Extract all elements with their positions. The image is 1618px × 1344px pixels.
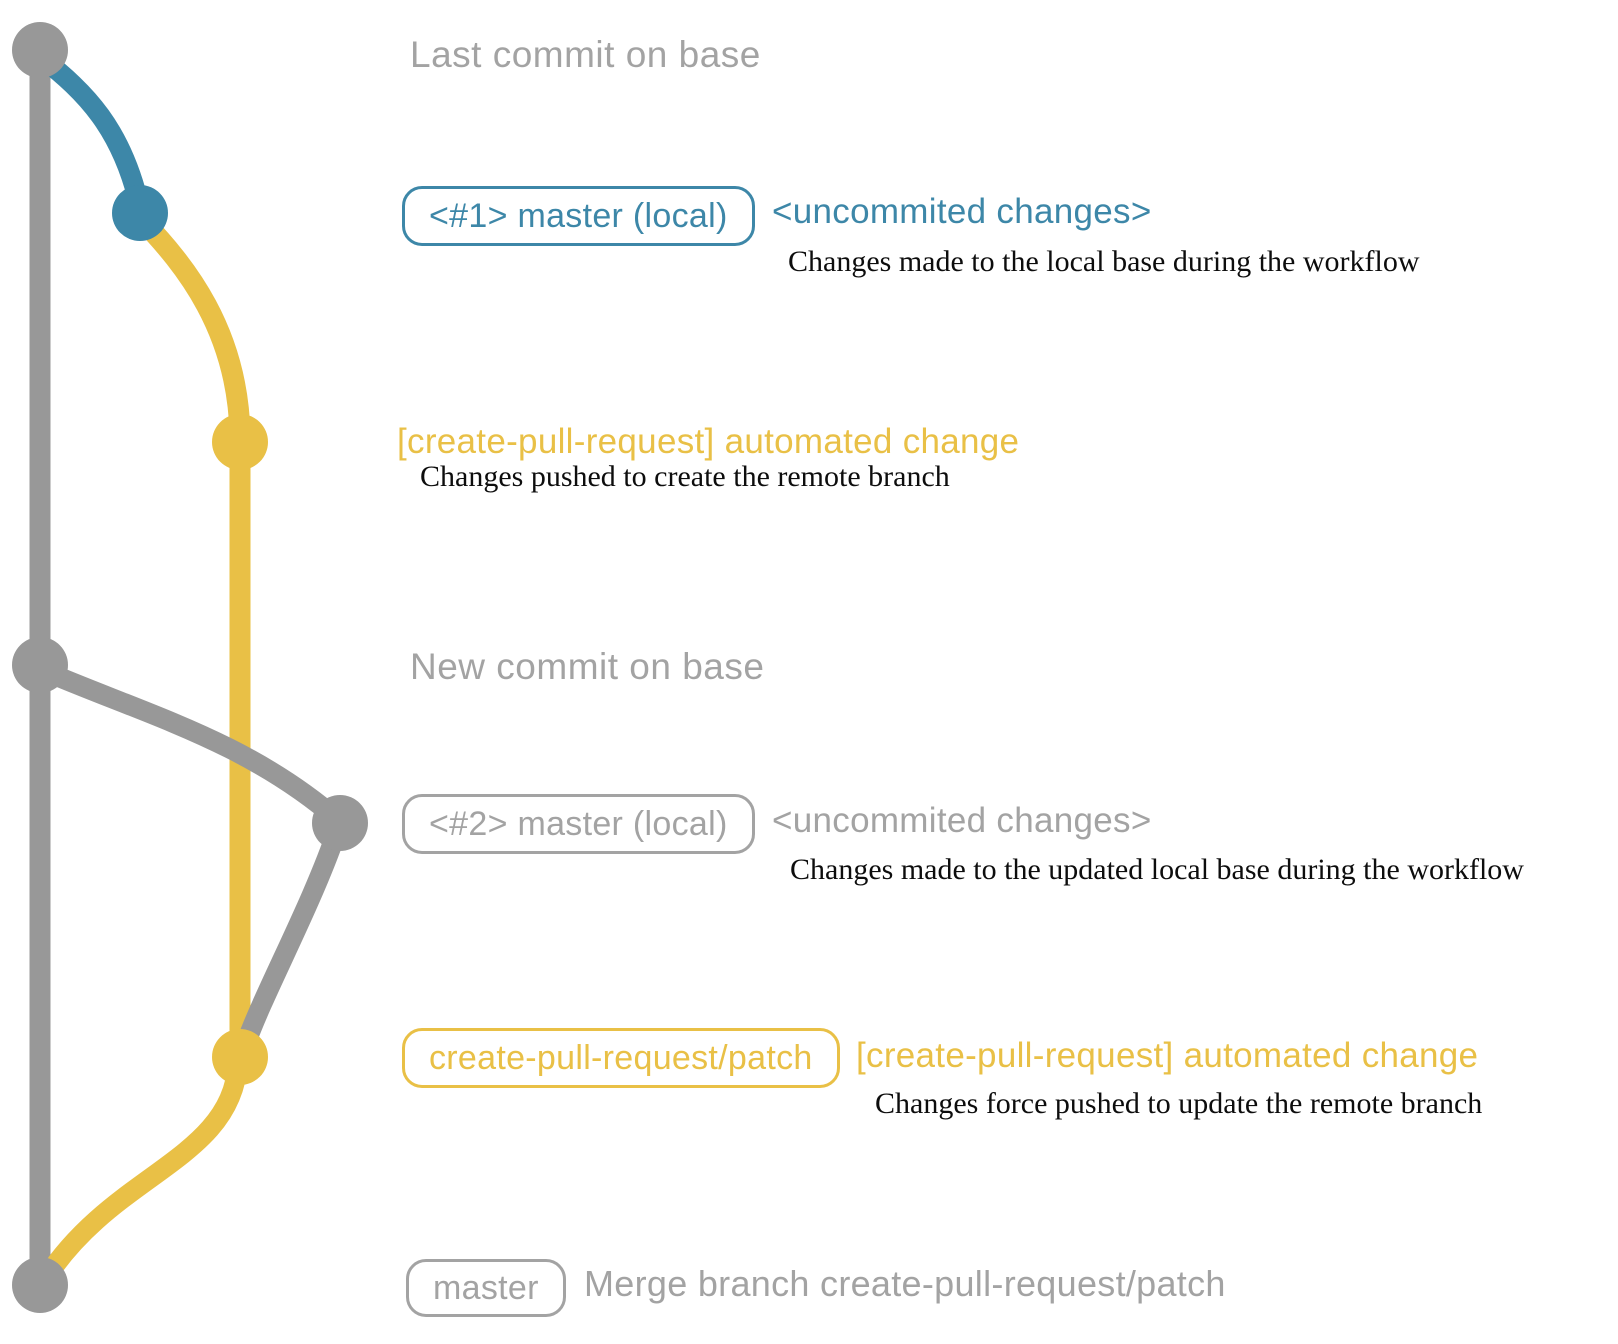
automated-change-note-1: [create-pull-request] automated change [397, 422, 1020, 461]
branch-badge-master-local-1: <#1> master (local) [402, 186, 755, 246]
commit-dot-patch-2 [212, 1029, 268, 1085]
commit-dot-local-1 [112, 185, 168, 241]
local-branch-2-fork-line [38, 660, 345, 828]
patch-branch-merge-line [37, 1061, 248, 1284]
patch-branch-line [134, 212, 251, 1056]
branch-badge-create-pull-request-patch: create-pull-request/patch [402, 1028, 840, 1088]
push-1-description: Changes pushed to create the remote bran… [420, 460, 950, 493]
uncommited-changes-note-2: <uncommited changes> [772, 801, 1152, 840]
local-branch-1-line [35, 50, 150, 211]
commit-dot-local-2 [312, 795, 368, 851]
new-commit-heading: New commit on base [410, 646, 765, 687]
uncommited-changes-note-1: <uncommited changes> [772, 192, 1152, 231]
branch-badge-master-local-2: <#2> master (local) [402, 794, 755, 854]
git-graph [12, 22, 368, 1313]
commit-dot-last-base [12, 22, 68, 78]
commit-dot-merge [12, 1257, 68, 1313]
push-2-description: Changes force pushed to update the remot… [875, 1087, 1483, 1120]
commit-dot-patch-1 [212, 414, 268, 470]
branch-badge-master: master [406, 1259, 566, 1317]
local-commit-2-description: Changes made to the updated local base d… [790, 853, 1524, 886]
local-branch-2-merge-line [236, 824, 348, 1047]
merge-commit-message: Merge branch create-pull-request/patch [584, 1263, 1226, 1304]
automated-change-note-2: [create-pull-request] automated change [856, 1036, 1479, 1075]
commit-dot-new-base [12, 637, 68, 693]
local-commit-1-description: Changes made to the local base during th… [788, 245, 1420, 278]
last-commit-heading: Last commit on base [410, 34, 761, 75]
